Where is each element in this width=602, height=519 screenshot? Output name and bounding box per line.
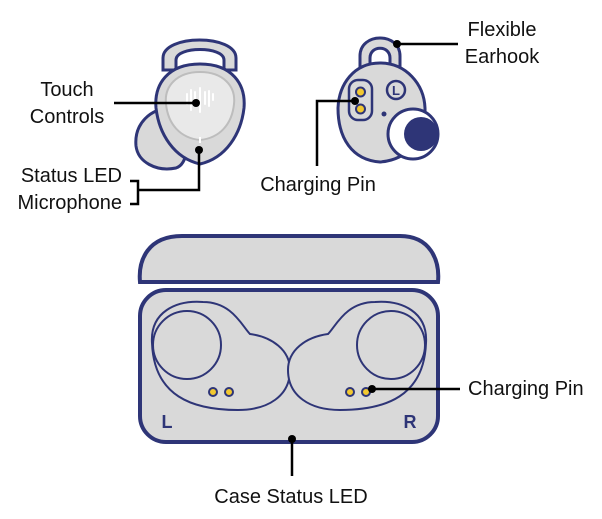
label-touch-controls: Touch Controls — [22, 77, 112, 131]
case-lid — [137, 234, 441, 284]
charging-pin-bottom — [355, 103, 366, 115]
leader-charging-pin-earbud — [315, 99, 355, 166]
label-flexible-earhook: Flexible Earhook — [452, 17, 552, 71]
earbud-back: L — [336, 36, 440, 164]
dot-flexible-earhook — [393, 40, 401, 48]
case-right-dome — [356, 310, 426, 380]
case-left-pin-1 — [208, 387, 218, 397]
left-earbud-front — [134, 38, 246, 171]
charging-case: L R — [137, 234, 441, 444]
earbud-earhook — [161, 38, 238, 72]
label-microphone: Microphone — [17, 192, 122, 214]
earbud-side-letter: L — [392, 83, 400, 98]
leader-lines — [114, 42, 460, 476]
leader-bracket — [130, 179, 140, 206]
case-right-letter: R — [404, 412, 417, 432]
dot-status-led — [195, 146, 203, 154]
label-touch-controls-line1: Touch — [40, 79, 94, 101]
label-case-status-led: Case Status LED — [214, 486, 368, 508]
dot-touch-controls — [192, 99, 200, 107]
charging-pin-top — [355, 86, 366, 98]
case-left-dome — [152, 310, 222, 380]
case-left-letter: L — [162, 412, 173, 432]
dot-charging-pin-case — [368, 385, 376, 393]
label-charging-pin-earbud: Charging Pin — [260, 174, 376, 196]
dot-case-status-led — [288, 435, 296, 443]
label-status-led: Status LED — [20, 165, 122, 187]
side-indicator-circle — [385, 79, 407, 101]
case-left-pin-2 — [224, 387, 234, 397]
label-flexible-earhook-line1: Flexible — [467, 19, 537, 41]
label-charging-pin-case: Charging Pin — [468, 378, 584, 400]
label-touch-controls-line2: Controls — [29, 106, 105, 128]
case-right-pin-1 — [345, 387, 355, 397]
leader-dots — [192, 40, 401, 443]
sensor-dot — [381, 111, 387, 117]
dot-charging-pin-earbud — [351, 97, 359, 105]
label-flexible-earhook-line2: Earhook — [464, 46, 540, 68]
leader-status-led-microphone — [138, 150, 201, 192]
speaker-mesh-icon — [404, 117, 438, 151]
